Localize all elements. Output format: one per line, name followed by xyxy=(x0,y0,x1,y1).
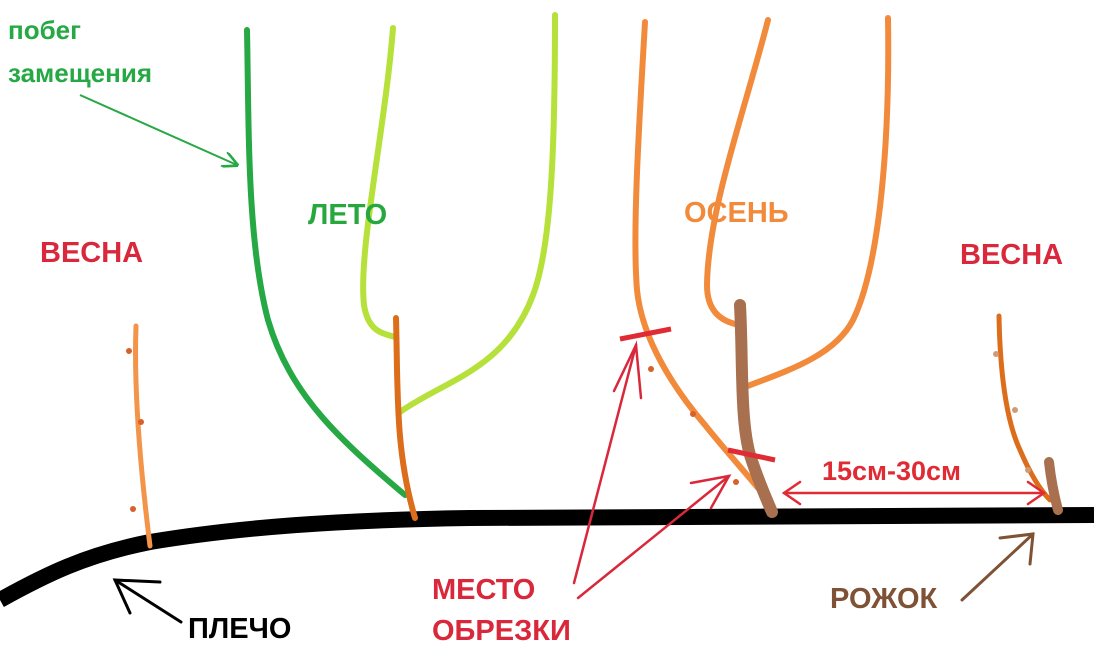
spur-arrow xyxy=(960,532,1035,602)
summer-shoot-lower xyxy=(397,12,558,415)
shoulder-label: ПЛЕЧО xyxy=(188,613,292,645)
bud-dot xyxy=(733,479,739,485)
replacement-shoot-label-line2: замещения xyxy=(8,58,152,88)
summer-cane xyxy=(393,315,418,521)
bud-dot xyxy=(138,419,144,425)
bud-dot xyxy=(1012,407,1018,413)
replacement-shoot-label-line1: побег xyxy=(8,15,81,45)
summer-shoot-upper xyxy=(360,25,398,340)
shoulder-arrow xyxy=(112,578,183,624)
cut-place-arrow-lower xyxy=(576,474,732,600)
spring-right-shoot xyxy=(996,313,1053,503)
bud-dot xyxy=(126,348,132,354)
autumn-middle-shoot xyxy=(703,17,771,328)
autumn-spur xyxy=(734,299,778,518)
cut-mark-lower xyxy=(727,447,776,463)
cut-place-label-line2: ОБРЕЗКИ xyxy=(432,615,571,647)
bud-dot xyxy=(1025,467,1031,473)
cut-place-arrow-upper xyxy=(572,340,643,585)
bud-dot xyxy=(130,506,136,512)
autumn-left-cane xyxy=(632,19,761,491)
summer-label: ЛЕТО xyxy=(308,199,388,231)
replacement-shoot xyxy=(244,27,408,498)
spring-right-spur xyxy=(1044,457,1063,515)
replacement-shoot-arrow xyxy=(79,94,237,165)
distance-label: 15см-30см xyxy=(822,456,962,486)
autumn-right-shoot xyxy=(742,15,892,390)
bud-dot xyxy=(648,366,654,372)
bud-dot xyxy=(993,351,999,357)
spring-right-label: ВЕСНА xyxy=(960,239,1064,271)
spring-left-label: ВЕСНА xyxy=(40,237,144,269)
cut-mark-upper xyxy=(619,326,672,342)
spur-label: РОЖОК xyxy=(830,583,938,615)
autumn-label: ОСЕНЬ xyxy=(684,197,789,229)
cut-place-label-line1: МЕСТО xyxy=(432,574,536,606)
bud-dot xyxy=(690,411,696,417)
vine-arm xyxy=(0,507,1094,607)
spring-young-shoot xyxy=(133,323,153,549)
distance-arrow xyxy=(781,480,1047,506)
